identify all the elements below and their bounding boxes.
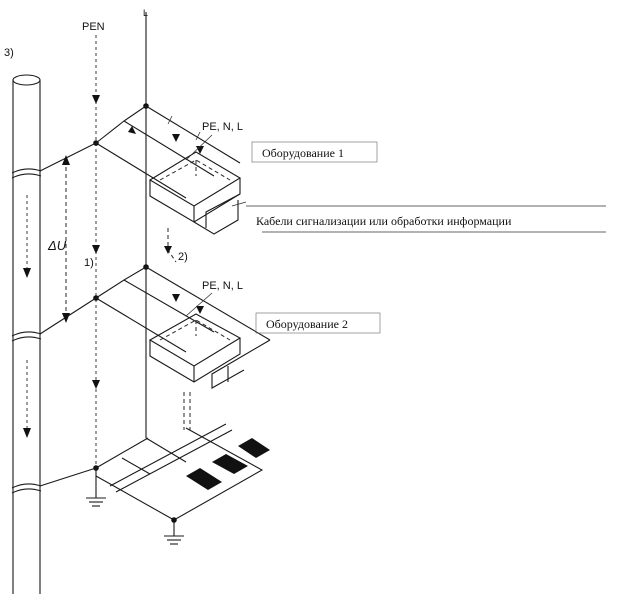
ground-bar-3 <box>238 438 270 458</box>
cables-label: Кабели сигнализации или обработки информ… <box>256 214 512 228</box>
label-2: 2) <box>178 251 188 263</box>
pipe-column <box>11 74 42 594</box>
l-label: L <box>143 8 148 18</box>
pe-n-l-label-2: PE, N, L <box>202 280 243 292</box>
signal-cable <box>164 201 247 263</box>
label-1: 1) <box>84 257 94 269</box>
pen-label: PEN <box>82 21 105 33</box>
equipment-2-label: Оборудование 2 <box>266 317 348 331</box>
pipe-clamp-2 <box>11 331 42 342</box>
ground-bar-1 <box>186 468 222 490</box>
earthing-grid <box>95 423 270 536</box>
pe-n-l-label-1: PE, N, L <box>202 121 243 133</box>
ground-symbol-right <box>164 535 184 545</box>
ground-symbol-left <box>86 488 106 507</box>
ground-bar-2 <box>212 454 248 474</box>
l-conductor <box>143 12 149 438</box>
equipment-2-assembly <box>95 266 271 430</box>
equipotential-bonding <box>39 142 97 487</box>
equipment-1-label: Оборудование 1 <box>262 146 344 160</box>
equipment-1-assembly <box>95 105 242 235</box>
pipe-clamp-1 <box>11 168 42 179</box>
pipe-clamp-3 <box>11 483 42 494</box>
delta-u-label: ΔU <box>47 238 67 253</box>
label-3: 3) <box>4 47 14 59</box>
